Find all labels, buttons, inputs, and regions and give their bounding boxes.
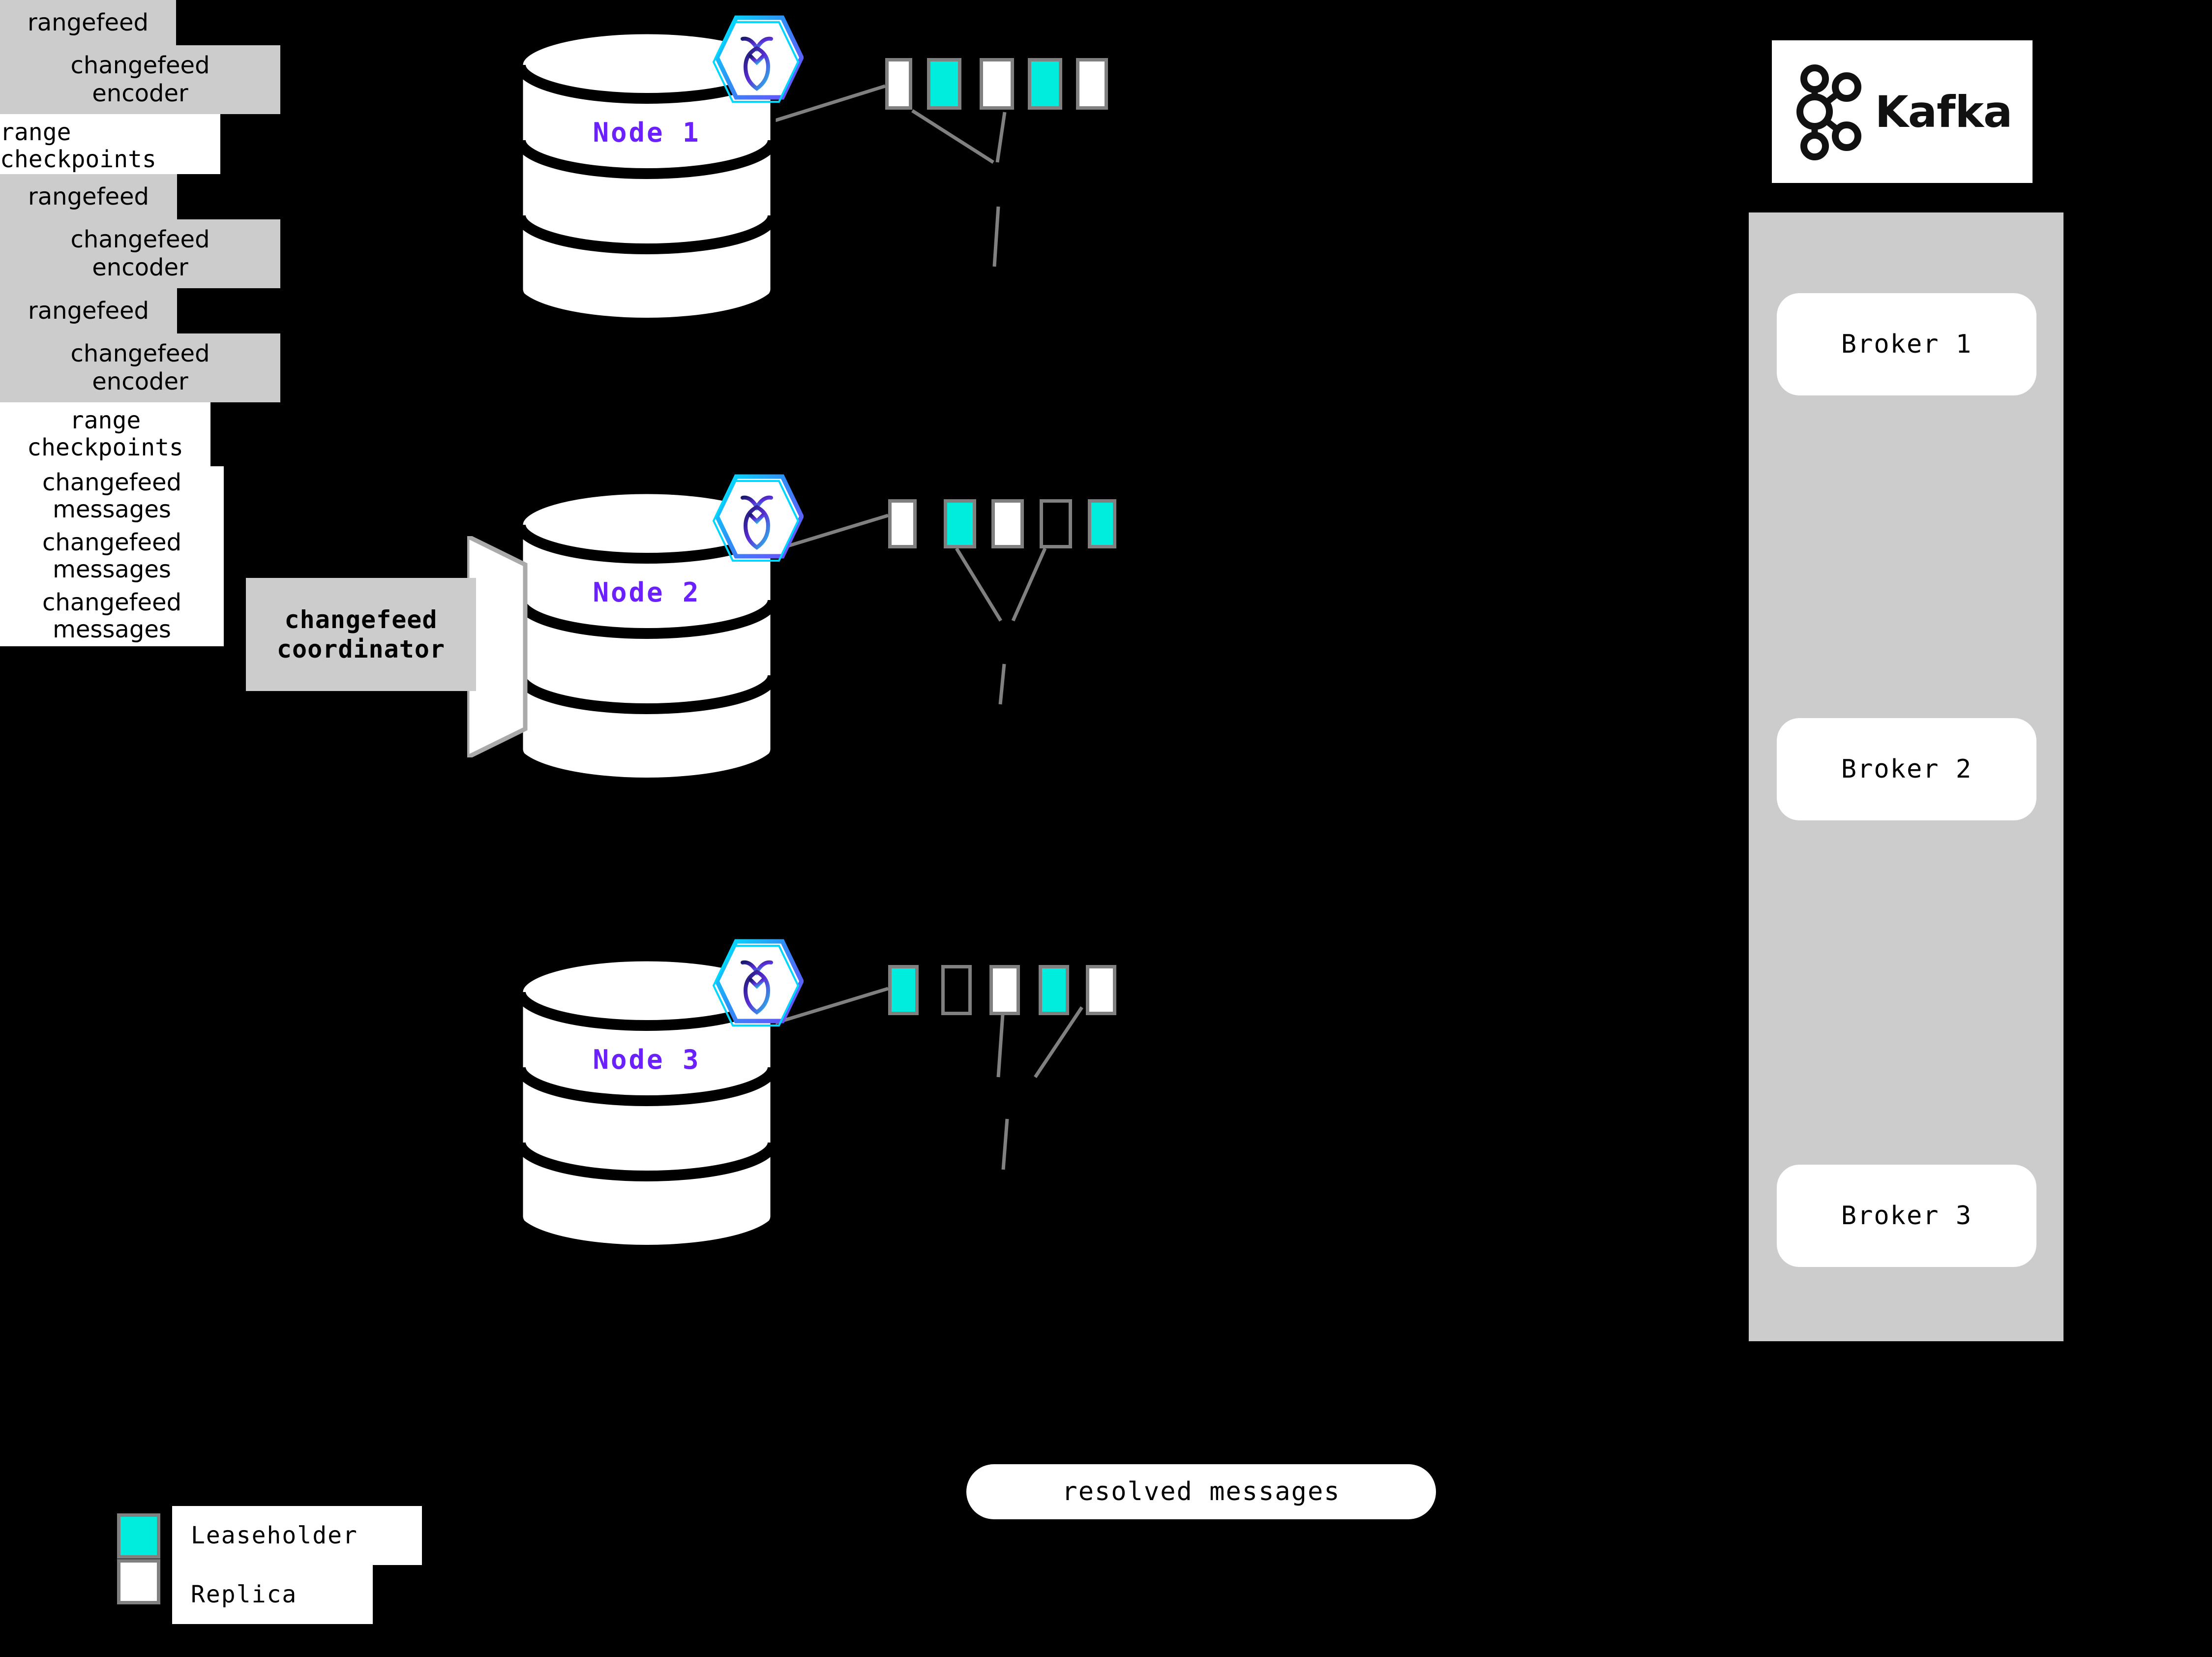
coordinator-line-1: changefeed bbox=[284, 605, 438, 634]
node-1-range-3[interactable] bbox=[980, 58, 1014, 110]
node-1-range-2[interactable] bbox=[927, 58, 961, 110]
changefeed-messages-label-2: changefeed messages bbox=[0, 526, 224, 586]
encoder-line-2: encoder bbox=[92, 254, 188, 281]
node-3-range-5[interactable] bbox=[1086, 965, 1116, 1015]
changefeed-coordinator-box[interactable]: changefeed coordinator bbox=[246, 578, 476, 691]
encoder-line-2: encoder bbox=[92, 368, 188, 395]
node-2-range-3[interactable] bbox=[991, 499, 1024, 548]
node-3-changefeed-encoder-box[interactable]: changefeed encoder bbox=[0, 333, 280, 402]
broker-1[interactable]: Broker 1 bbox=[1777, 293, 2036, 395]
changefeed-messages-label-1: changefeed messages bbox=[0, 466, 224, 526]
node-2-range-1[interactable] bbox=[888, 499, 917, 548]
message-line-1: changefeed bbox=[42, 588, 182, 616]
legend-label-replica: Replica bbox=[172, 1565, 373, 1624]
cockroachdb-hexagon-icon bbox=[710, 934, 804, 1028]
encoder-line-1: changefeed bbox=[70, 52, 210, 80]
node-1-label: Node 1 bbox=[593, 117, 701, 148]
node-3-range-4[interactable] bbox=[1039, 965, 1069, 1015]
kafka-logo: Kafka bbox=[1772, 40, 2033, 183]
node-2-range-4[interactable] bbox=[1040, 499, 1072, 548]
legend-swatch-replica bbox=[117, 1559, 160, 1604]
broker-2[interactable]: Broker 2 bbox=[1777, 718, 2036, 820]
node-3-range-1[interactable] bbox=[888, 965, 919, 1015]
node-2-cylinder: Node 2 bbox=[516, 489, 777, 784]
cockroachdb-hexagon-icon bbox=[710, 470, 804, 563]
encoder-line-2: encoder bbox=[92, 80, 188, 107]
node-2-label: Node 2 bbox=[593, 577, 701, 608]
node-3-range-3[interactable] bbox=[989, 965, 1020, 1015]
node-1-range-5[interactable] bbox=[1076, 58, 1108, 110]
changefeed-messages-label-3: changefeed messages bbox=[0, 586, 224, 646]
node-2-range-2[interactable] bbox=[944, 499, 976, 548]
checkpoint-line-1: range bbox=[69, 406, 141, 434]
message-line-1: changefeed bbox=[42, 528, 182, 556]
node-1-changefeed-encoder-box[interactable]: changefeed encoder bbox=[0, 45, 280, 114]
node-2-changefeed-encoder-box[interactable]: changefeed encoder bbox=[0, 219, 280, 288]
resolved-messages-pill[interactable]: resolved messages bbox=[966, 1464, 1436, 1519]
checkpoint-line-2: checkpoints bbox=[27, 434, 183, 461]
cockroachdb-hexagon-icon bbox=[710, 11, 804, 104]
message-line-2: messages bbox=[53, 556, 171, 583]
node-1-rangefeed-box[interactable]: rangefeed bbox=[0, 0, 176, 45]
encoder-line-1: changefeed bbox=[70, 226, 210, 254]
broker-3[interactable]: Broker 3 bbox=[1777, 1165, 2036, 1267]
node-2-range-5[interactable] bbox=[1088, 499, 1116, 548]
node-1-range-1[interactable] bbox=[885, 58, 912, 110]
message-line-2: messages bbox=[53, 616, 171, 643]
coordinator-line-2: coordinator bbox=[276, 635, 446, 663]
message-line-1: changefeed bbox=[42, 468, 182, 496]
kafka-wordmark: Kafka bbox=[1875, 86, 2013, 137]
checkpoint-line-1: range bbox=[0, 118, 71, 146]
range-checkpoints-bottom-label: range checkpoints bbox=[0, 402, 210, 466]
message-line-2: messages bbox=[53, 496, 171, 523]
node-3-label: Node 3 bbox=[593, 1044, 701, 1075]
node-2-rangefeed-box[interactable]: rangefeed bbox=[0, 174, 177, 219]
coordinator-wedge bbox=[467, 536, 528, 757]
node-1-cylinder: Node 1 bbox=[516, 30, 777, 325]
node-1-range-4[interactable] bbox=[1028, 58, 1062, 110]
kafka-nodes-icon bbox=[1796, 64, 1861, 160]
legend-label-leaseholder: Leaseholder bbox=[172, 1506, 422, 1565]
checkpoint-line-2: checkpoints bbox=[0, 146, 156, 173]
legend-swatch-leaseholder bbox=[117, 1513, 160, 1559]
node-3-range-2[interactable] bbox=[941, 965, 972, 1015]
node-3-rangefeed-box[interactable]: rangefeed bbox=[0, 288, 177, 333]
encoder-line-1: changefeed bbox=[70, 340, 210, 368]
range-checkpoints-top-label: range checkpoints bbox=[0, 114, 220, 174]
node-3-cylinder: Node 3 bbox=[516, 957, 777, 1252]
